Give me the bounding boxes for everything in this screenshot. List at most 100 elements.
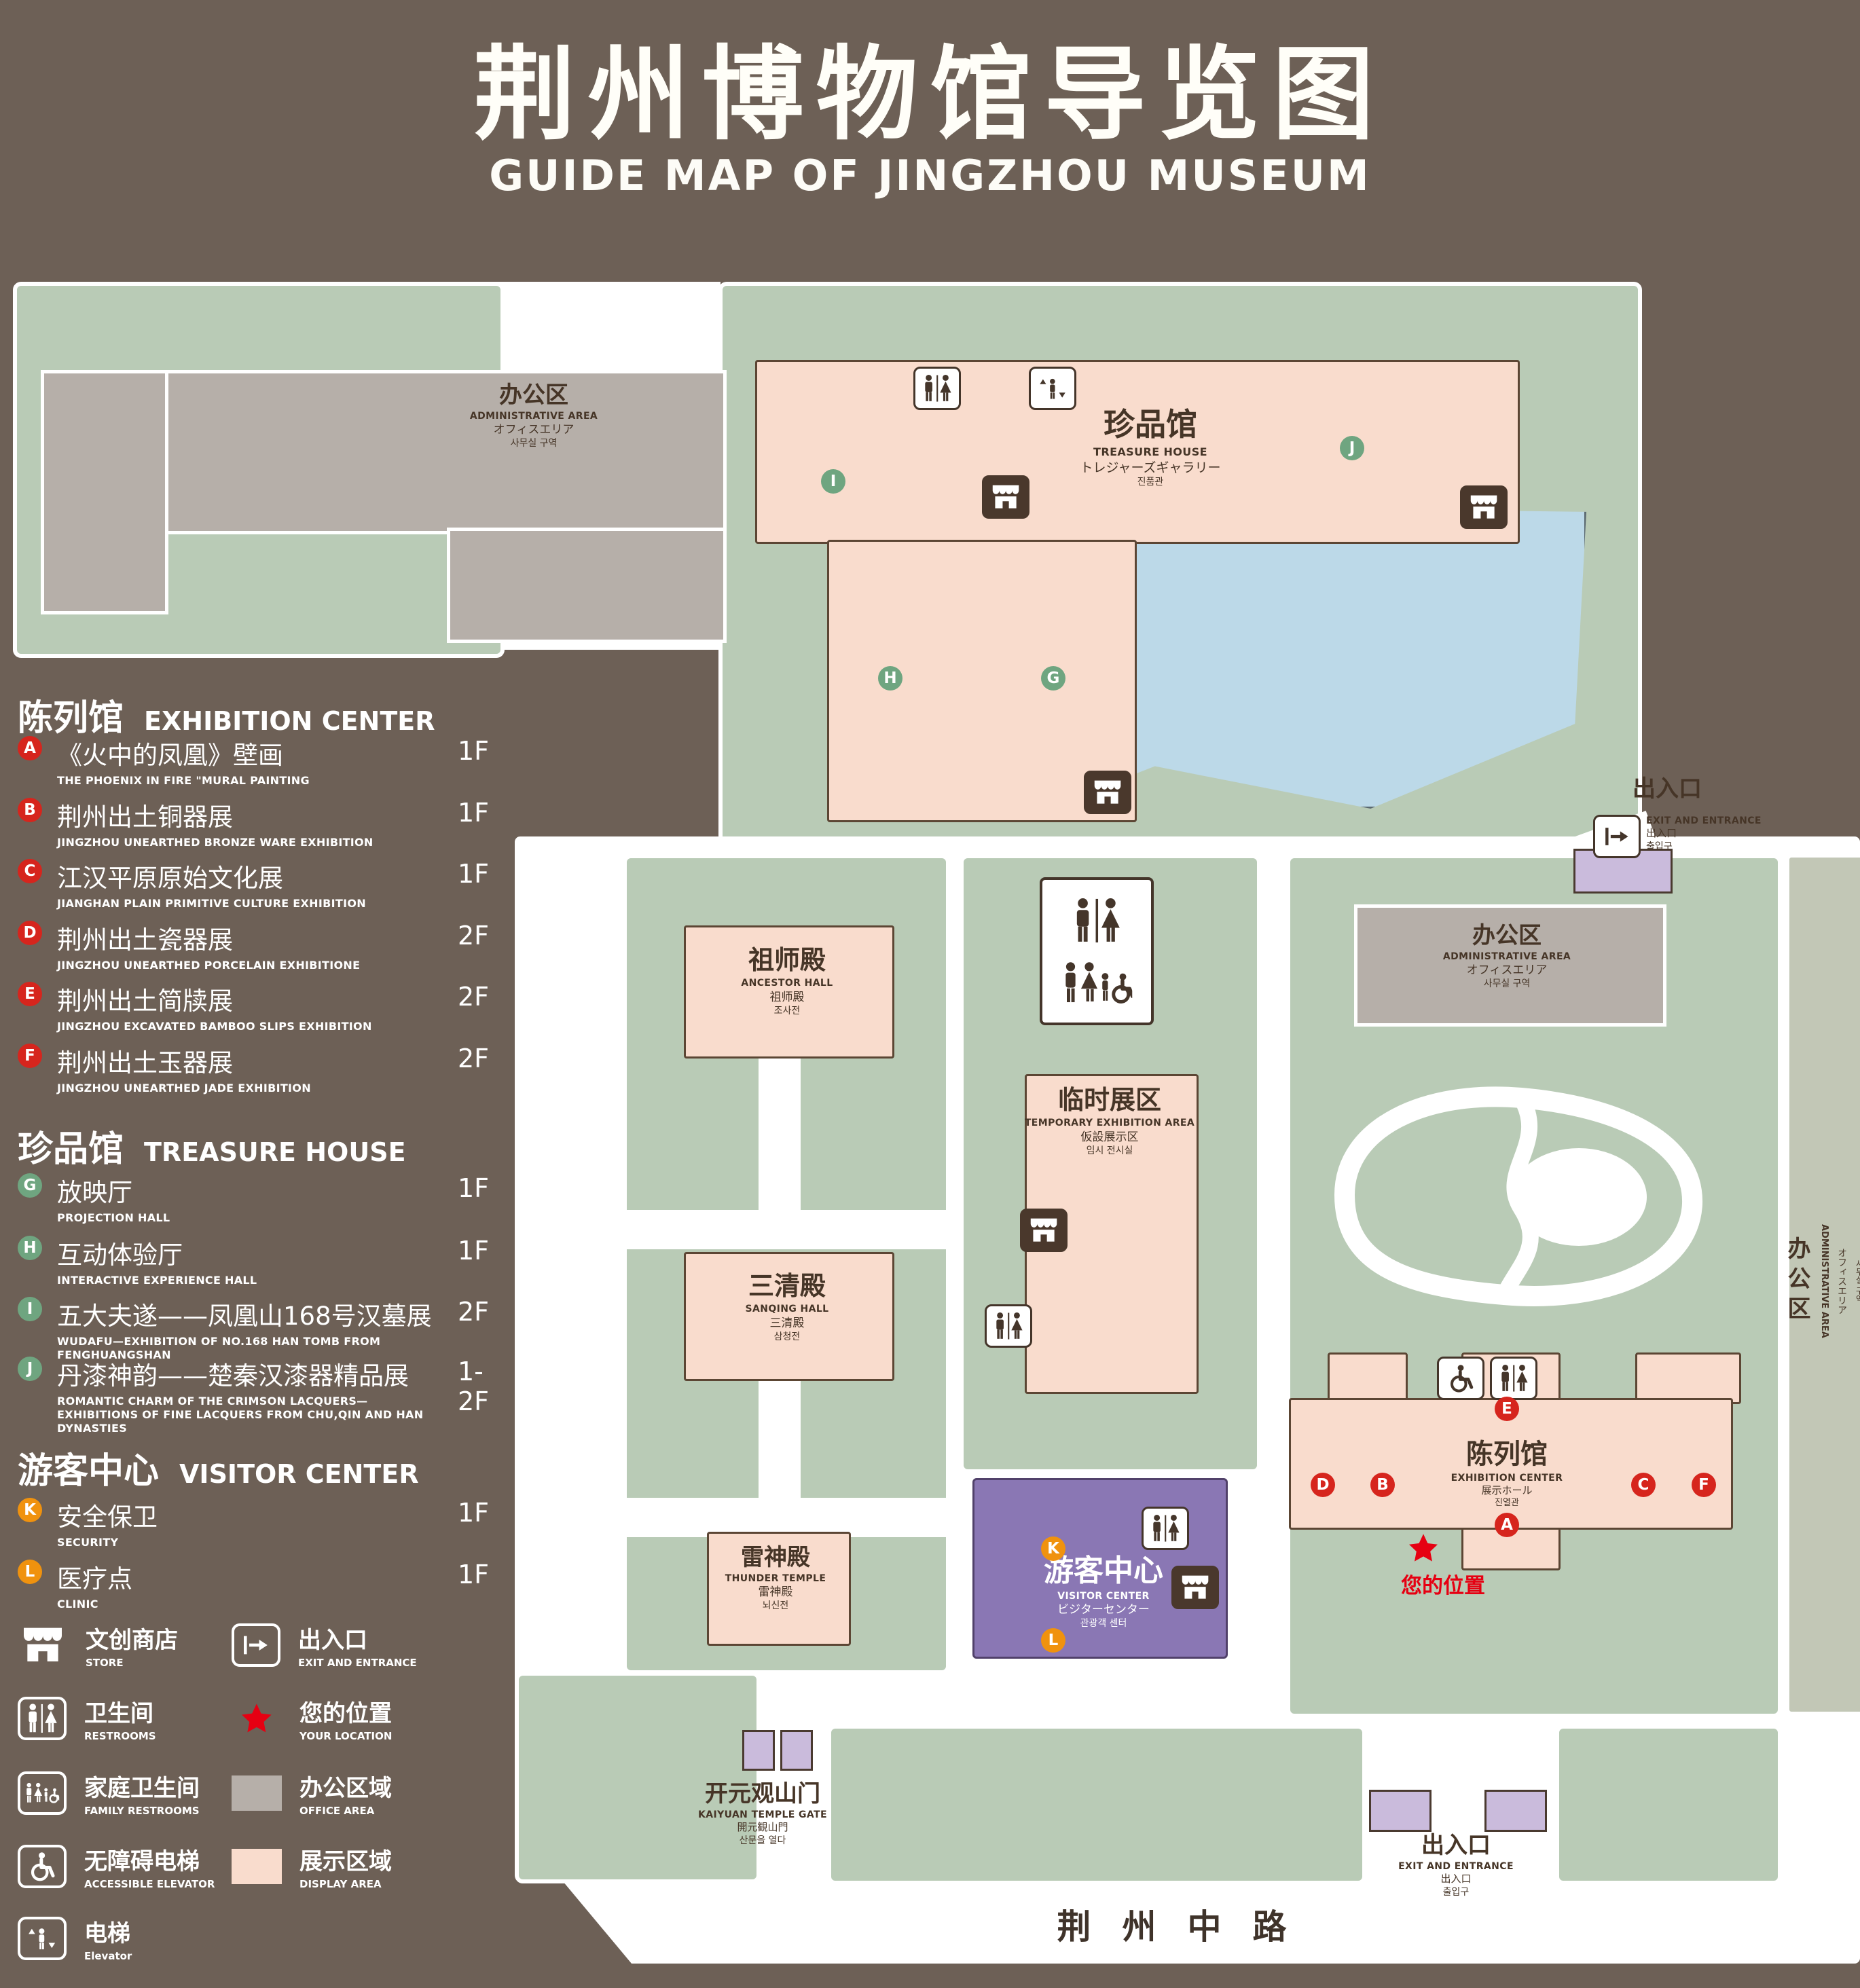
legend-marker-I: I: [18, 1297, 42, 1321]
legend-marker-A: A: [18, 736, 42, 760]
treasure-house-label: 珍品馆 TREASURE HOUSE トレジャーズギャラリー 진품관: [1080, 406, 1221, 488]
exit-ne-label: 出入口: [1633, 775, 1702, 803]
path-temple-vertical-1: [759, 1054, 801, 1217]
map-marker-H: H: [878, 666, 902, 691]
your-location-star-icon: [1407, 1532, 1440, 1564]
building-admin-east: [1354, 904, 1666, 1027]
sanqing-hall-label: 三清殿 SANQING HALL 三清殿 삼청전: [745, 1271, 829, 1342]
display-area-swatch: [232, 1849, 282, 1884]
family-restroom-icon: [1053, 961, 1141, 1006]
office-area-swatch: [232, 1775, 282, 1811]
restroom-icon: [913, 367, 961, 410]
path-temple-vertical-2: [759, 1377, 801, 1503]
accessible-elevator-icon: [18, 1845, 67, 1888]
map-marker-L: L: [1041, 1628, 1065, 1653]
building-admin-nw-annex: [447, 528, 727, 643]
legend-marker-L: L: [18, 1560, 42, 1584]
lawn-south-east: [1555, 1725, 1782, 1885]
legend-section-visitor-center: 游客中心 VISITOR CENTER: [18, 1451, 419, 1492]
building-admin-nw-wing: [41, 370, 168, 614]
building-sanqing-hall: [684, 1252, 894, 1381]
exit-south-label: 出入口 EXIT AND ENTRANCE 出入口 출입구: [1398, 1832, 1514, 1898]
exhibition-center-label: 陈列馆 EXHIBITION CENTER 展示ホール 진열관: [1451, 1439, 1563, 1508]
legend-marker-K: K: [18, 1498, 42, 1522]
legend-marker-B: B: [18, 798, 42, 822]
building-thunder-temple: [707, 1532, 851, 1646]
legend-section-exhibition-center: 陈列馆 EXHIBITION CENTER: [18, 698, 435, 739]
legend-marker-J: J: [18, 1357, 42, 1381]
restroom-icon: [1490, 1357, 1537, 1400]
admin-strip-label: 办公区 ADMINISTRATIVE AREA オフィスエリア 사무실 구역: [1783, 1224, 1860, 1338]
building-exhibition-tab-left: [1328, 1352, 1408, 1404]
map-marker-E: E: [1495, 1397, 1519, 1421]
visitor-center-label: 游客中心 VISITOR CENTER ビジターセンター 관광객 센터: [1044, 1553, 1163, 1630]
building-ancestor-hall: [684, 925, 894, 1059]
map-marker-J: J: [1340, 436, 1364, 460]
poster-title: 荆州博物馆导览图: [473, 36, 1387, 154]
store-icon: [1171, 1566, 1219, 1609]
elevator-icon: [1029, 367, 1076, 410]
store-icon: [1020, 1209, 1068, 1252]
entrance-block-s-left: [1369, 1790, 1432, 1832]
ancestor-hall-label: 祖师殿 ANCESTOR HALL 祖师殿 조사전: [741, 945, 833, 1016]
restroom-icon: [985, 1304, 1032, 1348]
map-marker-B: B: [1370, 1473, 1395, 1497]
restroom-icon: [18, 1697, 67, 1740]
map-marker-K: K: [1041, 1536, 1065, 1561]
lawn-south-middle: [827, 1725, 1366, 1885]
restroom-icon: [1059, 897, 1134, 944]
legend-marker-H: H: [18, 1236, 42, 1260]
location-star-icon: [232, 1697, 282, 1740]
store-icon: [18, 1623, 68, 1667]
entrance-block-s-right: [1484, 1790, 1547, 1832]
building-treasure-main: [755, 360, 1520, 544]
exit-icon: [1593, 815, 1641, 858]
garden-paths: [1334, 1086, 1703, 1306]
legend-marker-G: G: [18, 1173, 42, 1198]
elevator-icon: [18, 1917, 67, 1960]
poster-subtitle: GUIDE MAP OF JINGZHOU MUSEUM: [489, 151, 1371, 200]
building-exhibition-tab-right: [1635, 1352, 1741, 1404]
family-restroom-icon: [18, 1771, 67, 1815]
store-icon: [1460, 485, 1508, 529]
gate-block-right: [780, 1730, 813, 1771]
restroom-icon: [1142, 1507, 1189, 1550]
gate-block-left: [742, 1730, 775, 1771]
temporary-exhibition-label: 临时展区 TEMPORARY EXHIBITION AREA 仮設展示区 임시 …: [1024, 1085, 1195, 1156]
map-marker-F: F: [1692, 1473, 1716, 1497]
exit-ne-sublabel: EXIT AND ENTRANCE 出入口 출입구: [1646, 815, 1762, 852]
legend-marker-E: E: [18, 982, 42, 1006]
map-marker-I: I: [821, 469, 845, 494]
legend-marker-C: C: [18, 859, 42, 883]
accessible-elevator-icon: [1437, 1357, 1484, 1400]
your-location-text: 您的位置: [1401, 1574, 1485, 1598]
legend-marker-F: F: [18, 1044, 42, 1068]
office-strip-east: [1786, 854, 1860, 1715]
thunder-temple-label: 雷神殿 THUNDER TEMPLE 雷神殿 뇌신전: [725, 1544, 826, 1612]
map-marker-A: A: [1495, 1513, 1519, 1537]
path-temple-gap-2: [619, 1498, 946, 1537]
road-label: 荆州中路: [1057, 1907, 1318, 1947]
map-marker-C: C: [1631, 1473, 1656, 1497]
restroom-block: [1040, 877, 1154, 1025]
